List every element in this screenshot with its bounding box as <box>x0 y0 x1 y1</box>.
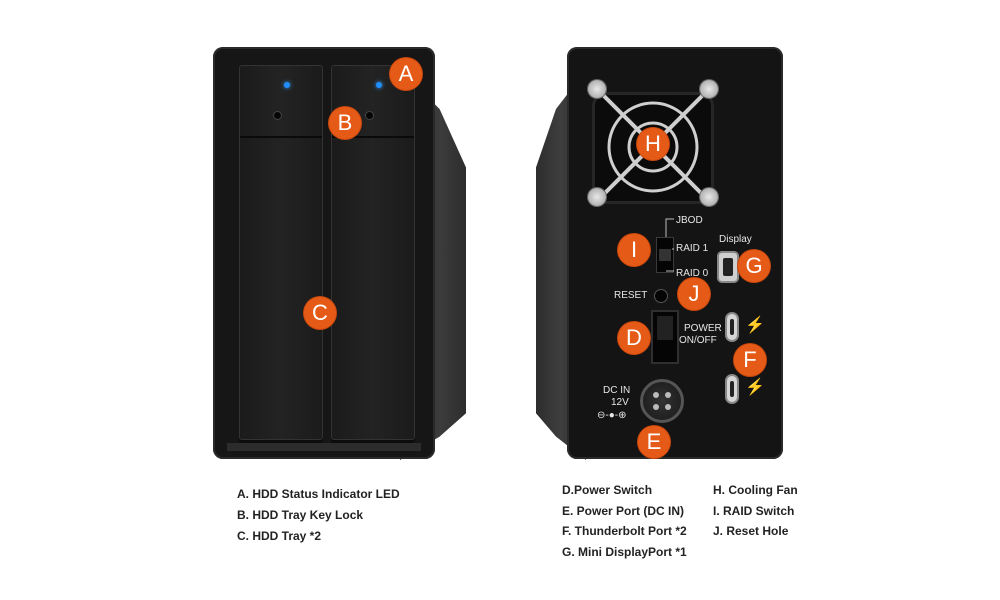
thunderbolt-port-1[interactable] <box>725 312 739 342</box>
dc-pin <box>653 404 659 410</box>
marker-j: J <box>678 278 710 310</box>
legend-item: H. Cooling Fan <box>713 483 798 497</box>
raid-switch[interactable] <box>656 237 674 273</box>
fan-screw-icon <box>588 80 606 98</box>
legend-item: F. Thunderbolt Port *2 <box>562 524 687 538</box>
front-base-strip <box>227 443 421 451</box>
raid-switch-knob <box>659 249 671 261</box>
fan-screw-icon <box>588 188 606 206</box>
hdd-tray-left <box>239 65 323 440</box>
hdd-led-right <box>376 82 382 88</box>
drive-bay-left <box>239 65 323 443</box>
marker-g: G <box>738 250 770 282</box>
dc-polarity-icon: ⊖-●-⊕ <box>597 410 627 421</box>
fan-screw-icon <box>700 80 718 98</box>
marker-d: D <box>618 322 650 354</box>
marker-h: H <box>637 128 669 160</box>
raid-switch-lines <box>665 218 674 272</box>
power-switch[interactable] <box>651 310 679 364</box>
hdd-led-left <box>284 82 290 88</box>
legend-item: G. Mini DisplayPort *1 <box>562 545 687 559</box>
fan-screw-icon <box>700 188 718 206</box>
reset-hole[interactable] <box>654 289 668 303</box>
label-reset: RESET <box>614 290 648 301</box>
dc-in-port[interactable] <box>640 379 684 423</box>
marker-e: E <box>638 426 670 458</box>
tray-handle-right <box>332 66 414 138</box>
label-dcin: DC IN <box>603 385 631 396</box>
thunderbolt-icon: ⚡ <box>745 317 765 334</box>
legend-item: J. Reset Hole <box>713 524 789 538</box>
marker-f: F <box>734 344 766 376</box>
legend-item: D.Power Switch <box>562 483 653 497</box>
marker-b: B <box>329 107 361 139</box>
label-display: Display <box>719 234 752 245</box>
legend-item: E. Power Port (DC IN) <box>562 504 685 518</box>
legend-item: A. HDD Status Indicator LED <box>237 487 400 501</box>
label-raid1: RAID 1 <box>676 243 709 254</box>
dc-pin <box>653 392 659 398</box>
marker-c: C <box>304 297 336 329</box>
label-jbod: JBOD <box>676 215 703 226</box>
thunderbolt-port-2[interactable] <box>725 374 739 404</box>
label-12v: 12V <box>611 397 629 408</box>
key-lock-left <box>273 111 282 120</box>
label-raid0: RAID 0 <box>676 268 709 279</box>
legend-item: C. HDD Tray *2 <box>237 529 322 543</box>
marker-i: I <box>618 234 650 266</box>
thunderbolt-icon: ⚡ <box>745 379 765 396</box>
marker-a: A <box>390 58 422 90</box>
label-onoff: ON/OFF <box>679 335 717 346</box>
tray-handle-left <box>240 66 322 138</box>
key-lock-right <box>365 111 374 120</box>
front-enclosure <box>213 47 435 459</box>
dc-pin <box>665 392 671 398</box>
label-power: POWER <box>684 323 722 334</box>
mini-displayport[interactable] <box>717 251 739 283</box>
dc-pin <box>665 404 671 410</box>
legend-item: I. RAID Switch <box>713 504 795 518</box>
legend-item: B. HDD Tray Key Lock <box>237 508 364 522</box>
